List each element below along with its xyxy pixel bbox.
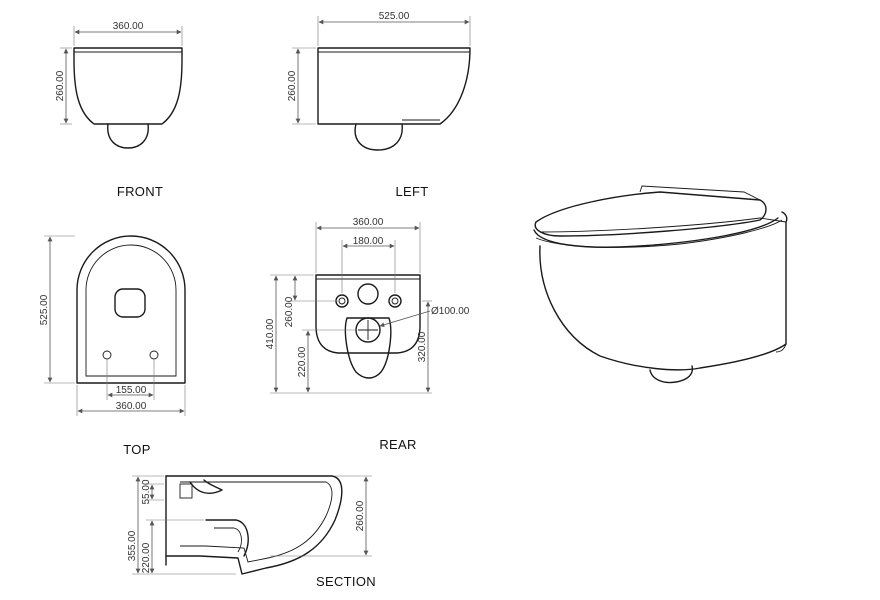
section-trapway [205,519,249,557]
left-outlet [354,123,403,151]
front-view-label: FRONT [117,184,163,199]
left-view-label: LEFT [396,184,429,199]
front-height-text: 260.00 [55,70,66,101]
rear-diameter-leader [379,310,431,328]
front-view: 360.00 260.00 FRONT [55,21,183,199]
top-length-text: 525.00 [39,294,50,325]
top-outer-outline [76,235,186,384]
section-rim-channel [189,479,223,494]
rear-320-text: 320.00 [417,331,428,362]
section-view: 55.00 355.00 220.00 260.00 SECTION [127,475,376,589]
rear-diameter-text: Ø100.00 [431,306,470,317]
front-outlet [107,123,149,149]
iso-lid [534,191,767,237]
top-hole-spacing-text: 155.00 [116,385,147,396]
top-view-label: TOP [123,442,150,457]
top-view: 525.00 155.00 360.00 TOP [39,235,186,457]
section-355-text: 355.00 [127,530,138,561]
isometric-view [533,185,788,384]
top-drain-opening [114,288,146,318]
left-view: 525.00 260.00 LEFT [287,11,471,199]
iso-bowl [539,211,788,371]
rear-outlet-body [344,317,392,379]
rear-width-text: 360.00 [353,217,384,228]
top-rim-outline [85,244,177,377]
rear-bolt-hole-right [388,294,402,308]
front-bowl-outline [73,47,183,125]
front-width-text: 360.00 [113,21,144,32]
rear-view: Ø100.00 360.00 180.00 410.00 260.00 220.… [265,217,470,452]
left-length-text: 525.00 [379,11,410,22]
top-hinge-hole-right [149,350,159,360]
top-hinge-hole-left [102,350,112,360]
section-220-text: 220.00 [141,542,152,573]
rear-220-text: 220.00 [297,346,308,377]
section-view-label: SECTION [316,574,376,589]
top-width-text: 360.00 [116,401,147,412]
rear-bolt-spacing-text: 180.00 [353,236,384,247]
left-height-text: 260.00 [287,70,298,101]
section-260-text: 260.00 [355,500,366,531]
section-55-text: 55.00 [141,479,152,504]
section-bowl-outer [165,475,343,575]
section-inlet [179,483,193,499]
section-bowl-inner [180,481,333,563]
rear-view-label: REAR [379,437,416,452]
iso-outlet [649,365,694,384]
iso-seat [533,217,779,248]
rear-410-text: 410.00 [265,318,276,349]
left-bowl-outline [317,47,471,125]
rear-260-text: 260.00 [284,296,295,327]
rear-body-outline [315,274,421,354]
rear-water-inlet [357,283,379,305]
